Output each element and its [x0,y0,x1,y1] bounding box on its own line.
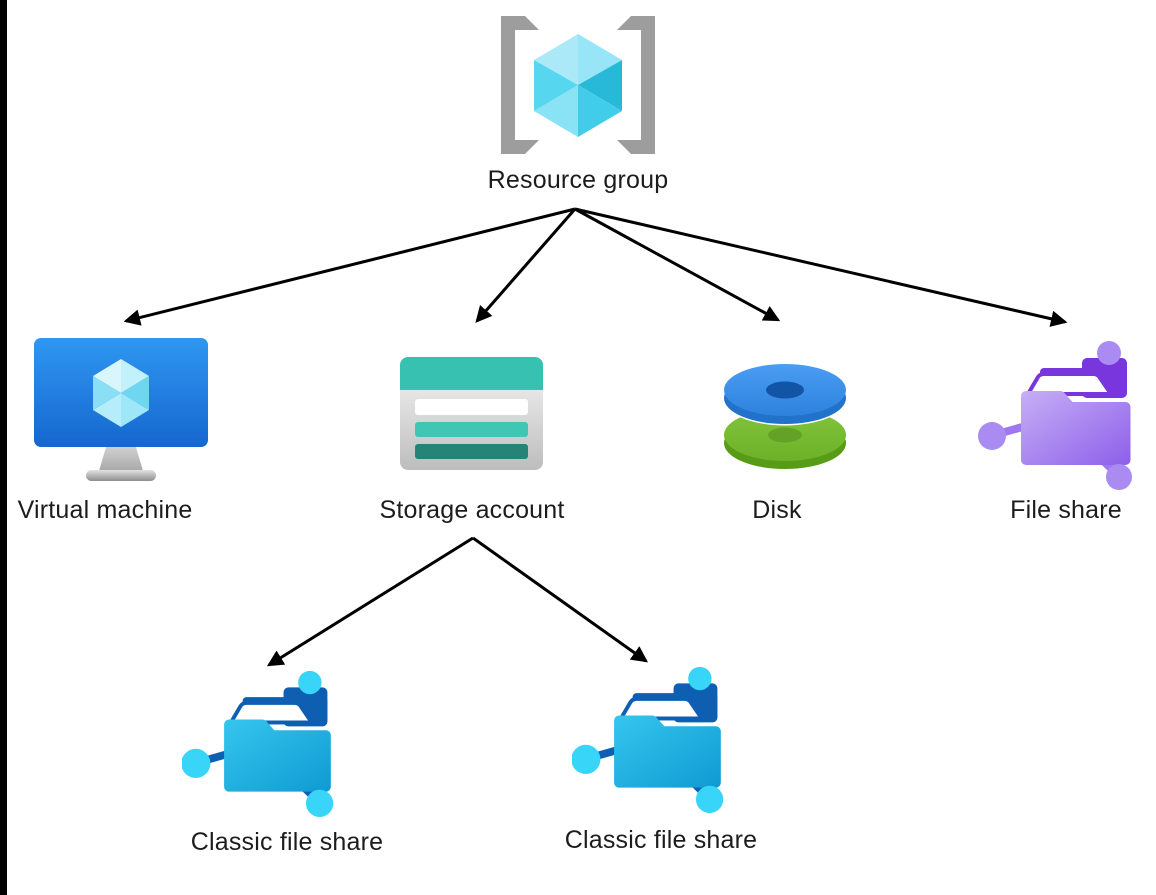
share-node-bottom-icon [305,789,334,818]
folder-flap [1026,372,1113,396]
diagram-edges [123,207,1068,667]
share-node-top-icon [1097,341,1121,365]
edge-resource-group-to-storage-account [475,208,577,323]
edge-resource-group-to-virtual-machine [123,207,576,326]
monitor-stand [98,444,144,474]
share-node-left-icon [572,744,601,775]
disk-label: Disk [752,496,802,524]
virtual-machine-icon [34,338,208,481]
disk-blue-platter [722,364,848,426]
folder-flap [228,701,314,725]
storage-account-label: Storage account [379,496,565,524]
monitor-base [86,470,156,481]
folder-flap [618,697,704,721]
storage-bar-dark-teal [415,444,528,459]
edge-storage-account-to-classic-file-share-left [266,536,474,667]
folder-front [224,719,331,792]
storage-bar-white [415,399,528,415]
share-node-bottom-icon [695,785,724,814]
edge-storage-account-to-classic-file-share-right [472,536,649,663]
edge-resource-group-to-disk [574,207,781,322]
cube-glyph [534,34,622,137]
resource-group-label: Resource group [487,166,669,194]
file-share-label: File share [1010,496,1122,524]
classic-file-share-icon-left [182,670,334,818]
screen-left-edge-bar [0,0,7,895]
folder-front [1021,390,1131,465]
share-node-top-icon [298,670,322,695]
right-bracket [617,16,655,154]
storage-bar-teal [415,422,528,437]
share-node-left-icon [182,748,211,779]
share-node-top-icon [688,666,712,691]
storage-header-band [400,357,543,390]
file-share-icon [978,341,1132,490]
share-node-left-icon [978,422,1006,450]
virtual-machine-label: Virtual machine [17,496,193,524]
folder-front [614,715,721,788]
share-node-bottom-icon [1106,464,1132,490]
classic-file-share-left-label: Classic file share [190,828,384,856]
resource-group-icon [501,16,655,154]
storage-account-icon [400,357,543,470]
left-bracket [501,16,539,154]
edge-resource-group-to-file-share [574,207,1068,327]
classic-file-share-right-label: Classic file share [564,826,758,854]
disk-icon [722,364,848,469]
vm-cube-glyph [93,359,149,427]
classic-file-share-icon-right [572,666,724,814]
